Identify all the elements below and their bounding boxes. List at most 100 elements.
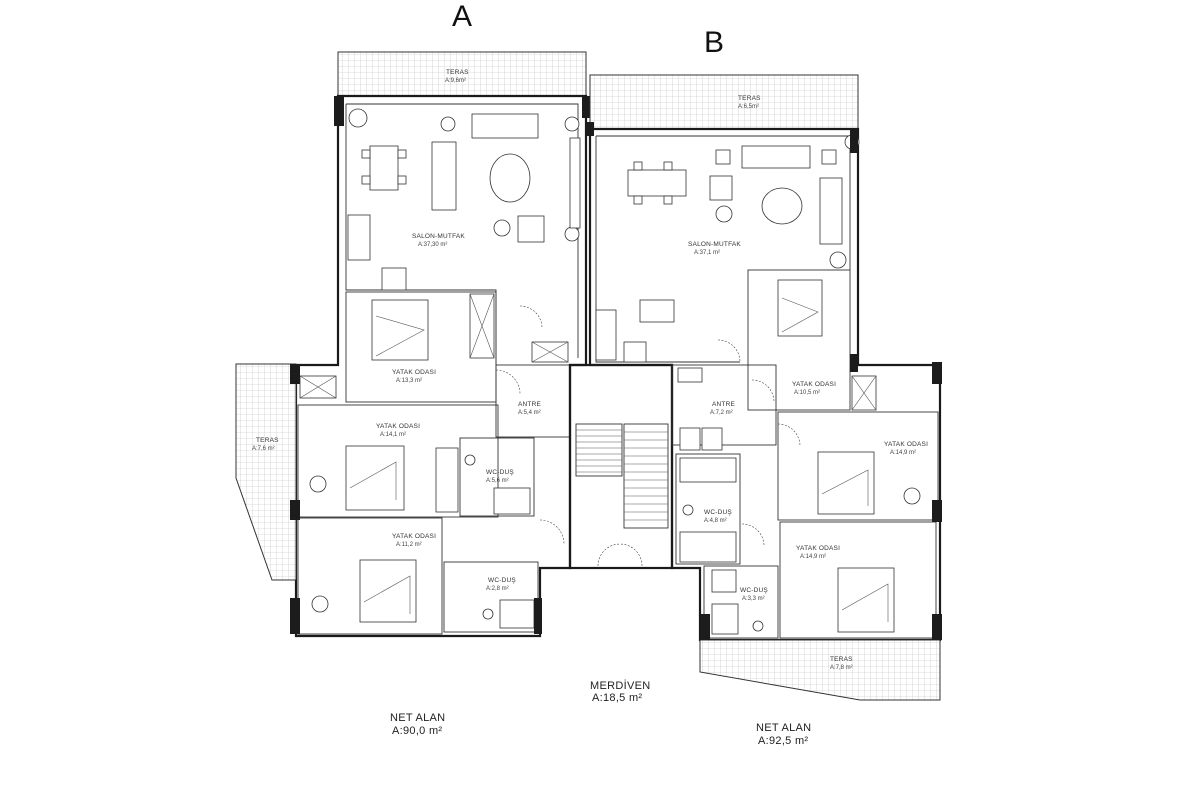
a-side-table [493, 219, 511, 237]
b-column [850, 354, 858, 372]
merdiven-label: MERDİVEN [590, 679, 650, 692]
b-antre-area: A:7,2 m² [710, 410, 733, 416]
a-plant-icon [348, 108, 368, 128]
b-column [586, 122, 594, 136]
a-bedroom2-bed [345, 445, 405, 511]
b-dining-table [627, 169, 687, 197]
b-kitchen-island [639, 299, 675, 323]
b-door-arc [717, 339, 741, 363]
stair-core [568, 363, 674, 570]
b-terrace-top-name: TERAS [738, 95, 761, 102]
b-side-table [715, 205, 733, 223]
stair-door-arc [597, 543, 643, 567]
a-tv-unit [569, 137, 581, 229]
a-wc1-name: WC-DUŞ [486, 469, 514, 476]
merdiven-area: A:18,5 m² [592, 692, 642, 704]
b-chair [663, 161, 673, 171]
b-chair-icon [903, 487, 921, 505]
a-bedroom1-name: YATAK ODASI [392, 369, 436, 376]
a-wc1-area: A:5,6 m² [486, 478, 509, 484]
a-door-arc [539, 519, 565, 545]
b-plant-icon [829, 251, 847, 269]
b-kitchen-counter [595, 309, 617, 361]
b-terrace-top-area: A:6,5m² [738, 104, 759, 110]
b-antre [671, 364, 777, 446]
b-bedroom1 [747, 269, 851, 411]
b-door-arc [777, 423, 801, 447]
b-bedroom3-area: A:14,9 m² [800, 554, 826, 560]
a-sofa [471, 113, 539, 139]
a-terrace-top-name: TERAS [446, 69, 469, 76]
a-column [334, 96, 344, 126]
a-toilet-icon [482, 608, 494, 620]
b-column [932, 362, 942, 384]
b-chair [633, 161, 643, 171]
b-bedroom3-name: YATAK ODASI [796, 545, 840, 552]
a-stove [381, 267, 407, 291]
a-bed-sheet [349, 461, 397, 500]
b-bedroom1-bed [777, 279, 823, 337]
a-column [534, 598, 542, 634]
a-bedroom3-area: A:11,2 m² [396, 542, 422, 548]
b-wc1-area: A:4,8 m² [704, 518, 727, 524]
b-side-table [715, 149, 731, 165]
b-salon-name: SALON-MUTFAK [688, 241, 741, 248]
a-bedroom2-wardrobe [435, 447, 459, 513]
b-bedroom2 [777, 411, 939, 521]
a-door-arc [519, 305, 543, 329]
a-dining-table [369, 145, 399, 191]
a-bedroom1-area: A:13,3 m² [396, 378, 422, 384]
a-bedroom2 [297, 404, 499, 518]
b-wc1-shower [679, 531, 737, 563]
a-terrace-top-area: A:9,6m² [445, 78, 466, 84]
b-wc2-basin [711, 603, 739, 635]
a-chair-icon [311, 595, 329, 613]
net-area-b-label: NET ALAN [756, 722, 811, 734]
b-coffee-table [761, 187, 803, 225]
net-area-b-value: A:92,5 m² [758, 735, 808, 747]
b-column [700, 614, 710, 640]
a-toilet-icon [464, 454, 476, 466]
b-door-arc [751, 379, 775, 403]
b-bed-sheet [821, 469, 869, 506]
b-bed-sheet [841, 583, 889, 622]
a-bedroom1-bed [371, 299, 429, 361]
a-bedroom2-name: YATAK ODASI [376, 423, 420, 430]
b-bed-sheet [781, 297, 819, 333]
b-column [932, 614, 942, 640]
a-closet-x [531, 341, 569, 363]
b-bedroom1-name: YATAK ODASI [792, 381, 836, 388]
a-column [290, 598, 300, 634]
a-bedroom2-area: A:14,1 m² [380, 432, 406, 438]
b-chair [663, 195, 673, 205]
b-column [932, 500, 942, 522]
b-terrace-bottom-name: TERAS [830, 656, 853, 663]
b-wc1-name: WC-DUŞ [704, 509, 732, 516]
b-antre-closet [677, 367, 703, 383]
a-chair [361, 175, 371, 185]
b-terrace-bottom [699, 639, 941, 701]
a-armchair [517, 215, 545, 243]
a-column [582, 96, 590, 118]
b-antre-name: ANTRE [712, 401, 735, 408]
b-door-arc [741, 523, 765, 547]
a-wc2 [443, 561, 539, 633]
b-terrace-bottom-area: A:7,8 m² [830, 665, 853, 671]
a-chair [397, 175, 407, 185]
a-bed-sheet [375, 315, 425, 357]
b-side-table [821, 149, 837, 165]
a-wc1-shower [493, 487, 531, 515]
b-toilet-icon [682, 504, 694, 516]
b-wardrobe-x [851, 375, 877, 411]
a-chair [361, 149, 371, 159]
a-bedroom3-name: YATAK ODASI [392, 533, 436, 540]
a-wc2-area: A:2,8 m² [486, 586, 509, 592]
b-column [850, 129, 858, 153]
a-wardrobe-x [469, 293, 495, 359]
a-salon-area: A:37,30 m² [418, 242, 447, 248]
b-bedroom3 [779, 521, 937, 639]
a-sofa-side [431, 141, 457, 211]
a-column [290, 364, 300, 384]
stair-steps [575, 423, 669, 529]
a-plant-icon [564, 116, 580, 132]
